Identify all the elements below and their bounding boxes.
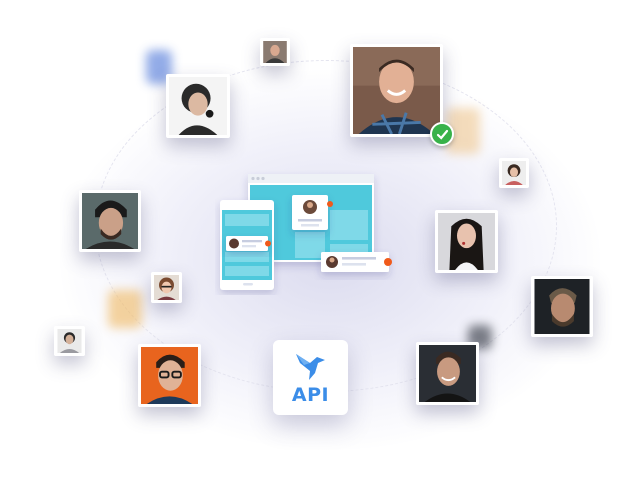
profile-photo-woman-headset [166, 74, 230, 138]
profile-photo-woman-tiny-right [499, 158, 529, 188]
person-icon [419, 345, 476, 402]
api-label: API [291, 384, 330, 406]
person-icon [263, 41, 287, 63]
profile-photo-woman-dark-hair [435, 210, 498, 273]
profile-photo-man-beard-right [531, 276, 593, 337]
person-icon [154, 275, 179, 300]
profile-photo-man-beard-left [79, 190, 141, 252]
blurred-tile [468, 325, 492, 349]
person-icon [57, 329, 82, 353]
hummingbird-icon [296, 354, 325, 380]
checkmark-icon [436, 129, 448, 140]
profile-photo-man-tiny-top [260, 38, 290, 66]
person-icon [353, 47, 440, 134]
profile-photo-man-glasses-orange [138, 344, 201, 407]
app-mockup-illustration [220, 174, 392, 290]
verified-badge [430, 122, 454, 146]
person-icon [82, 193, 138, 249]
profile-photo-man-tiny-left [54, 326, 85, 356]
person-icon [534, 279, 590, 334]
profile-photo-man-black-shirt [416, 342, 479, 405]
api-tile: API [273, 340, 348, 415]
profile-photo-man-smiling-plaid [350, 44, 443, 137]
person-icon [438, 213, 495, 270]
blurred-tile [108, 290, 142, 328]
profile-photo-woman-small-glasses [151, 272, 182, 303]
person-icon [502, 161, 526, 185]
person-icon [141, 347, 198, 404]
person-icon [169, 77, 227, 135]
